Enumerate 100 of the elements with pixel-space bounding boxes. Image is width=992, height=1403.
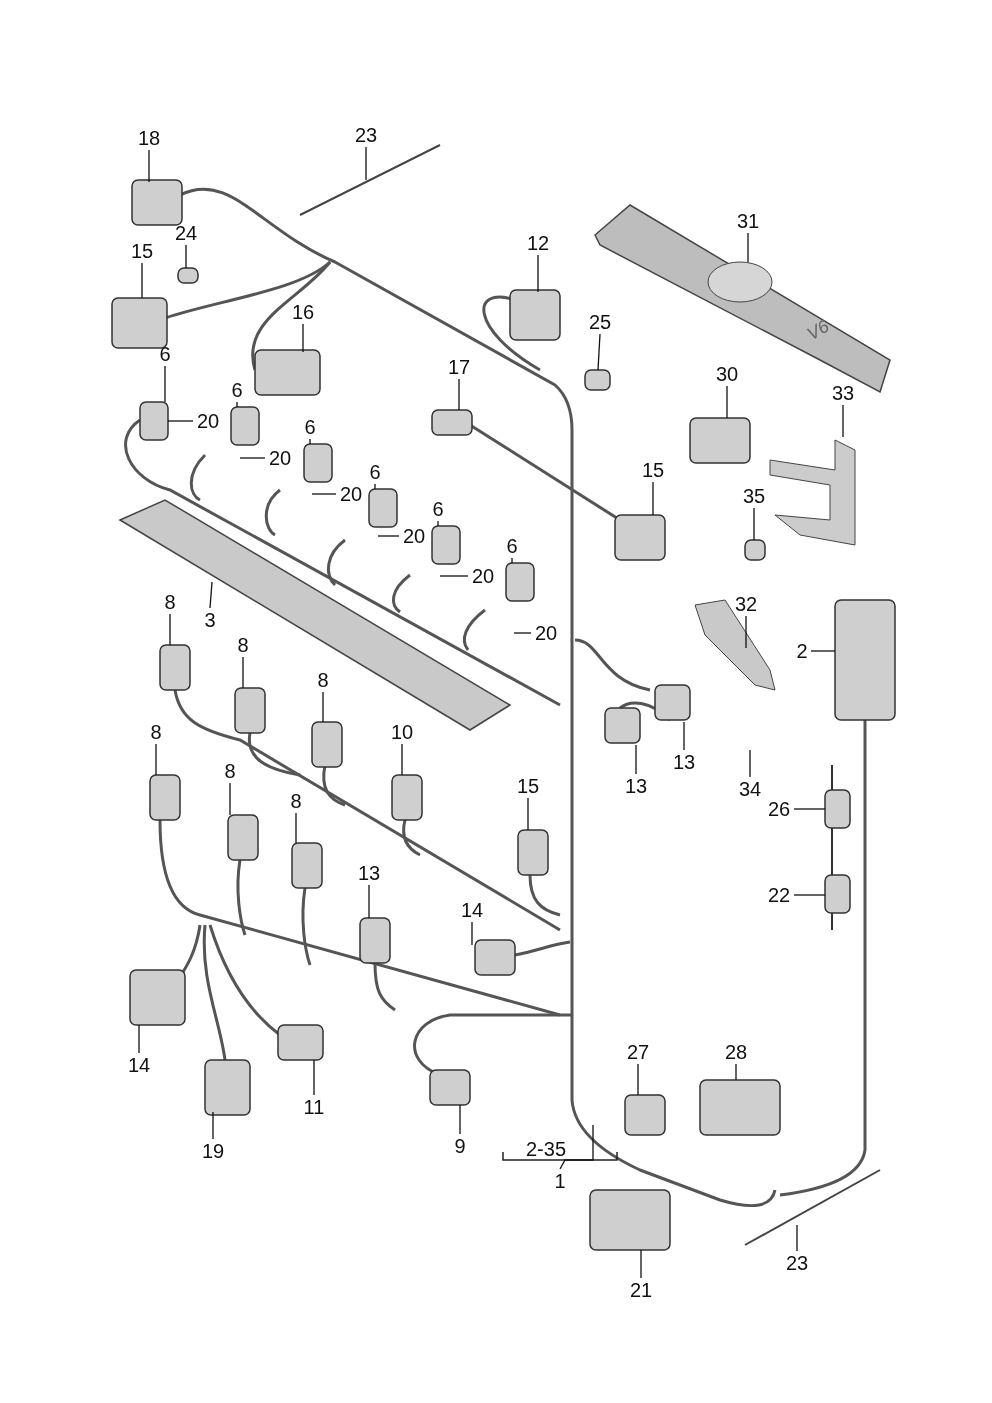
leader-line [365,146,367,181]
leader-line [753,507,755,541]
leader-line [683,721,685,751]
callout-number: 6 [159,344,171,364]
leader-line [793,894,826,896]
callout-number: 17 [447,357,471,377]
leader-line [810,650,836,652]
callout-number: 33 [831,383,855,403]
callout-number: 20 [268,448,292,468]
leader-line [459,1104,461,1135]
leader-line [309,438,311,445]
callout-number: 13 [672,752,696,772]
leader-line [138,1024,140,1054]
callout-number: 16 [291,302,315,322]
leader-line [229,782,231,816]
callout-number: 35 [742,486,766,506]
leader-line [652,481,654,516]
callout-number: 15 [641,460,665,480]
callout-number: 23 [785,1253,809,1273]
leader-line [842,404,844,438]
leader-line [437,520,439,527]
leader-line [635,744,637,775]
leader-line [637,1063,639,1096]
leader-line [726,385,728,419]
callout-number: 18 [137,128,161,148]
leader-line [796,1224,798,1252]
callout-number: 8 [164,592,176,612]
callout-number: 22 [767,885,791,905]
leader-line [155,743,157,776]
callout-number: 26 [767,799,791,819]
callout-number: 11 [303,1097,325,1117]
callout-number: 8 [290,791,302,811]
leader-line [368,884,370,919]
leader-line [559,1124,594,1170]
callout-number: 15 [516,776,540,796]
leader-line [374,483,376,490]
callout-number: 21 [629,1280,653,1300]
callout-number: 20 [196,411,220,431]
callout-number: 34 [738,779,762,799]
leader-line [513,632,532,634]
callout-number: 14 [460,900,484,920]
callout-number: 20 [339,484,363,504]
leader-line [527,797,529,831]
callout-number: 24 [174,223,198,243]
leader-line [295,812,297,844]
callout-number: 20 [534,623,558,643]
callout-number: 25 [588,312,612,332]
callout-number: 12 [526,233,550,253]
callout-number: 8 [317,670,329,690]
leader-line [471,921,473,946]
leader-line [242,656,244,689]
leader-line [167,420,194,422]
leader-line [458,378,460,411]
engine-marking: V6 [803,316,833,344]
leader-line [164,365,166,403]
callout-number: 28 [724,1042,748,1062]
leader-line [597,333,601,371]
leader-line [793,808,826,810]
leader-line [511,557,513,564]
leader-line [302,323,304,353]
leader-line [322,691,324,723]
leader-line [311,493,337,495]
callout-number: 14 [127,1055,151,1075]
range-label: 2-35 [526,1139,566,1159]
callout-number: 27 [626,1042,650,1062]
leader-line [377,535,400,537]
callout-number: 8 [224,761,236,781]
callout-number: 23 [354,125,378,145]
callout-number: 13 [624,776,648,796]
leader-line [401,743,403,776]
callout-number: 10 [390,722,414,742]
callout-number: 8 [237,635,249,655]
callout-number: 6 [304,417,316,437]
leader-line [313,1059,315,1096]
callout-number: 6 [231,380,243,400]
leader-line [747,232,749,263]
callout-number: 1 [554,1171,566,1191]
leader-line [640,1249,642,1279]
leader-line [745,615,747,649]
leader-line [169,613,171,646]
leader-line [239,457,266,459]
leader-line [537,254,539,293]
callout-number: 6 [432,499,444,519]
callout-number: 3 [204,610,216,630]
leader-line [209,581,213,609]
callout-number: 20 [402,526,426,546]
leader-line [439,575,469,577]
callout-number: 30 [715,364,739,384]
callout-number: 20 [471,566,495,586]
leader-line [212,1111,214,1140]
leader-line [185,244,187,269]
callout-number: 8 [150,722,162,742]
callout-number: 31 [736,211,760,231]
callout-number: 15 [130,241,154,261]
leader-line [148,149,150,183]
callout-number: 9 [454,1136,466,1156]
leader-line [749,749,751,778]
callout-number: 2 [796,641,808,661]
callout-number: 13 [357,863,381,883]
callout-number: 6 [506,536,518,556]
